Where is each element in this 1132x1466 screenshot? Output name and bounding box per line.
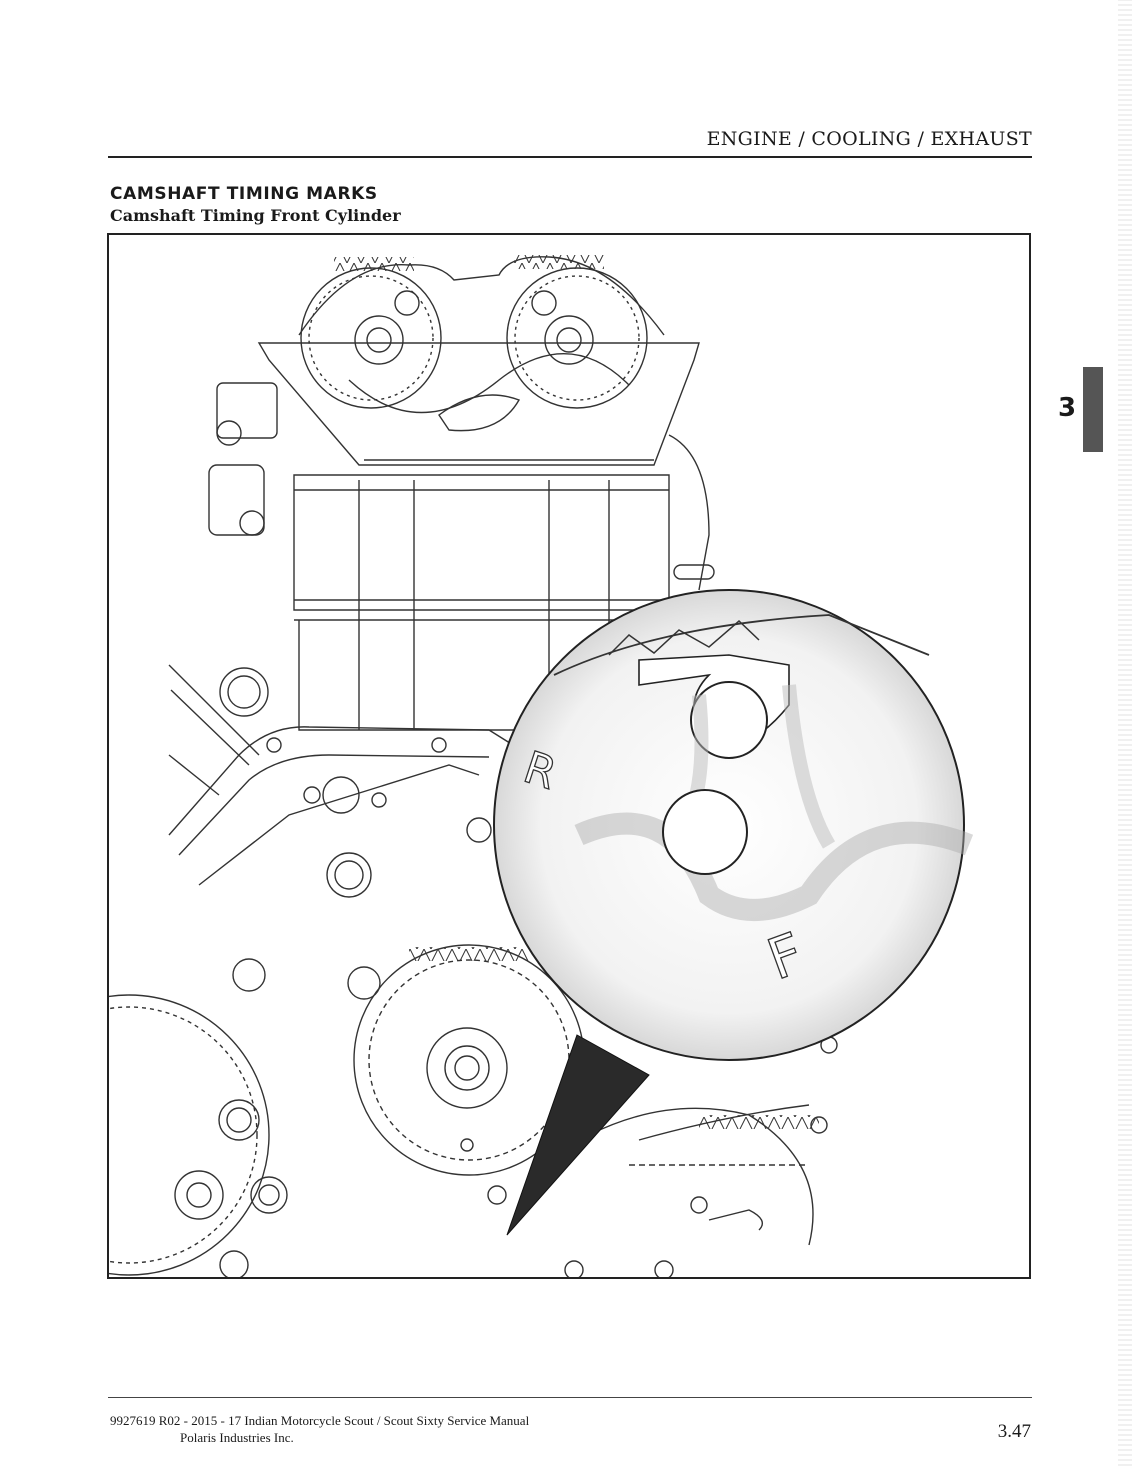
- footer-publisher: Polaris Industries Inc.: [180, 1430, 294, 1445]
- chapter-number: 3: [1058, 393, 1077, 423]
- hex-bolt: [326, 852, 372, 898]
- right-cam-gear: [506, 267, 648, 409]
- subsection-title: Camshaft Timing Front Cylinder: [110, 206, 401, 225]
- magnified-detail-view: R F: [493, 589, 974, 1061]
- crank-timing-hole: [487, 1185, 507, 1205]
- engine-timing-illustration: R F: [107, 233, 1031, 1279]
- left-cam-gear: [300, 267, 442, 409]
- callout-wedge: [506, 1034, 650, 1236]
- page-header-title: ENGINE / COOLING / EXHAUST: [706, 128, 1032, 150]
- cylinder-block: [293, 474, 670, 611]
- gear-teeth-detail: [334, 255, 819, 1129]
- upper-bolt-hole: [690, 681, 768, 759]
- cylinder-head-group: [109, 256, 838, 1277]
- cam-sprocket-hole: [662, 789, 748, 875]
- cylinder-head: [257, 342, 700, 466]
- footer-manual-title: 9927619 R02 - 2015 - 17 Indian Motorcycl…: [110, 1413, 530, 1428]
- coolant-fitting: [219, 667, 269, 717]
- section-title: CAMSHAFT TIMING MARKS: [110, 184, 378, 204]
- scan-edge-texture: [1118, 0, 1132, 1466]
- header-rule: [108, 156, 1032, 158]
- footer-rule: [108, 1397, 1032, 1398]
- clutch-basket: [109, 994, 270, 1276]
- page-number: 3.47: [997, 1421, 1031, 1442]
- chapter-tab-marker: [1083, 367, 1103, 452]
- engine-line-drawing: R F: [109, 255, 974, 1277]
